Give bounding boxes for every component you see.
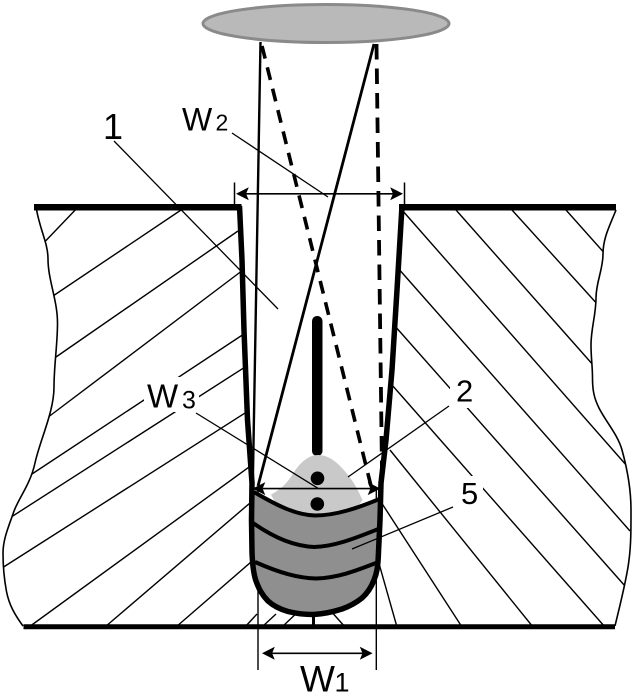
- svg-text:W: W: [300, 659, 335, 697]
- svg-text:2: 2: [216, 110, 229, 136]
- svg-text:W: W: [147, 378, 179, 415]
- svg-text:5: 5: [461, 476, 478, 511]
- svg-text:W: W: [182, 102, 213, 138]
- svg-text:2: 2: [456, 374, 473, 409]
- svg-text:1: 1: [335, 668, 350, 697]
- svg-text:1: 1: [103, 106, 123, 147]
- svg-text:3: 3: [182, 387, 196, 415]
